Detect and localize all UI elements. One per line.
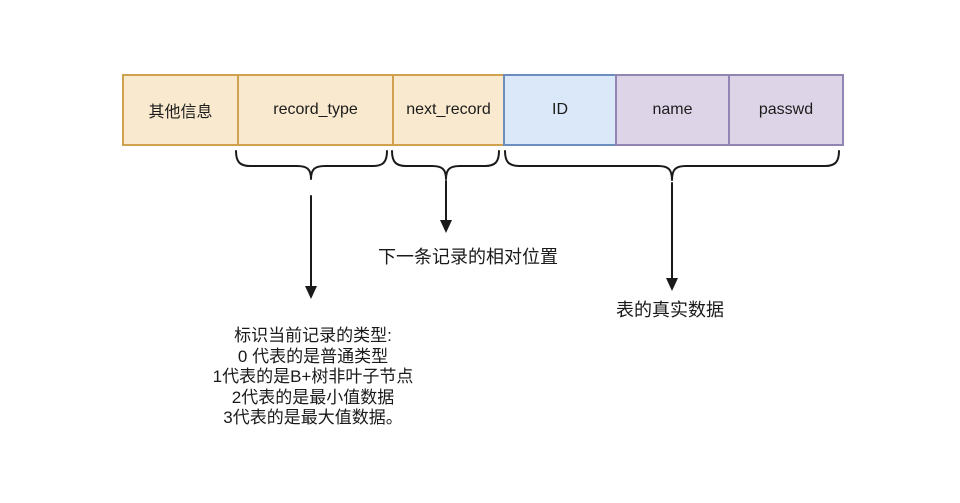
arrow-head-real-data-icon <box>666 278 678 291</box>
arrow-head-record-type-icon <box>305 286 317 299</box>
record-type-note-line: 0 代表的是普通类型 <box>237 346 389 366</box>
record-type-note-line: 1代表的是B+树非叶子节点 <box>212 367 414 386</box>
cell-record-type: record_type <box>237 74 394 146</box>
record-type-note: 标识当前记录的类型: 0 代表的是普通类型 1代表的是B+树非叶子节点 2代表的… <box>158 326 468 429</box>
record-type-note-line: 标识当前记录的类型: <box>234 326 392 345</box>
cell-passwd: passwd <box>728 74 844 146</box>
record-type-note-line: 3代表的是最大值数据。 <box>223 408 403 427</box>
cell-other-info: 其他信息 <box>122 74 239 146</box>
cell-next-record-label: next_record <box>406 101 491 118</box>
record-structure-row: 其他信息 record_type next_record ID name pas… <box>122 74 844 146</box>
cell-name: name <box>615 74 730 146</box>
brace-record-type <box>235 150 388 180</box>
cell-next-record: next_record <box>392 74 505 146</box>
cell-passwd-label: passwd <box>758 101 814 118</box>
brace-next-record <box>391 150 500 180</box>
record-type-note-line: 2代表的是最小值数据 <box>231 387 395 407</box>
arrow-head-next-record-icon <box>440 220 452 233</box>
cell-record-type-label: record_type <box>273 101 358 118</box>
brace-real-data <box>504 150 840 181</box>
cell-id: ID <box>503 74 617 146</box>
cell-id-label: ID <box>552 101 568 118</box>
real-data-note: 表的真实数据 <box>616 300 724 320</box>
cell-other-info-label: 其他信息 <box>148 104 213 121</box>
cell-name-label: name <box>652 101 693 118</box>
next-record-note: 下一条记录的相对位置 <box>378 247 558 267</box>
